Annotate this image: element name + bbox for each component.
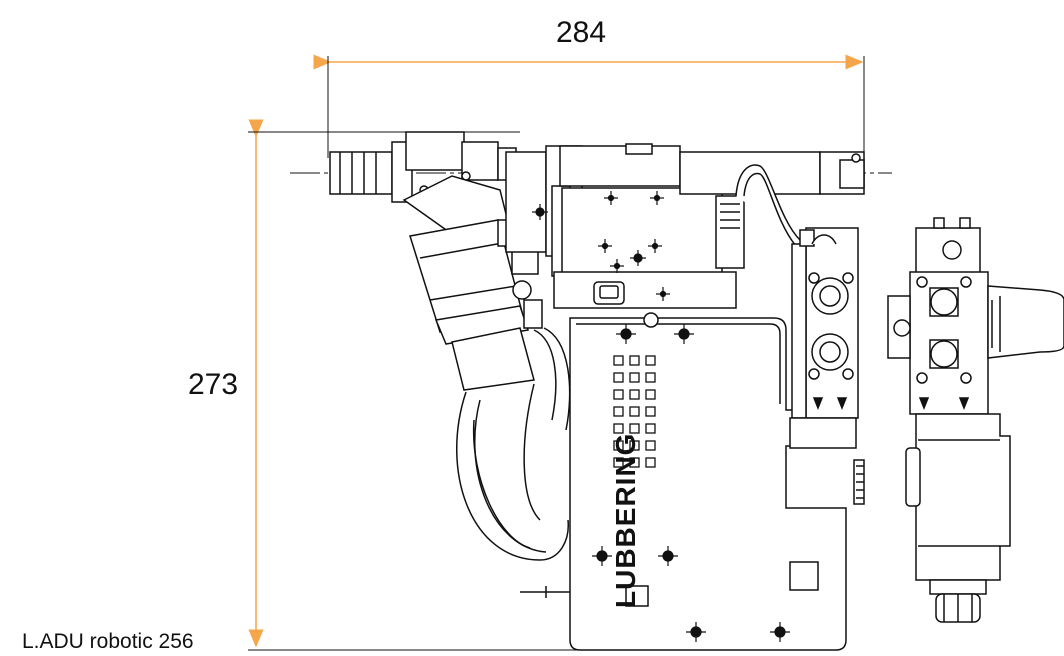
width-dimension-label: 284: [556, 16, 607, 49]
side-panel: [789, 227, 865, 505]
brand-logo: LUBBERING: [610, 433, 646, 608]
model-caption: L.ADU robotic 256: [22, 630, 194, 653]
motor-housing: [505, 143, 865, 309]
side-view-assembly: [887, 217, 1064, 623]
brand-logo-text: LUBBERING: [610, 432, 641, 608]
width-dimension: [313, 54, 865, 158]
height-dimension: [248, 119, 580, 651]
height-dimension-label: 273: [188, 368, 239, 401]
screw-holes: [532, 204, 790, 642]
angled-barrel: [402, 175, 543, 391]
nozzle: [329, 131, 517, 203]
hose: [456, 383, 569, 561]
hose-2: [533, 327, 571, 431]
vent-grid: [613, 355, 656, 468]
main-housing: [520, 312, 847, 651]
